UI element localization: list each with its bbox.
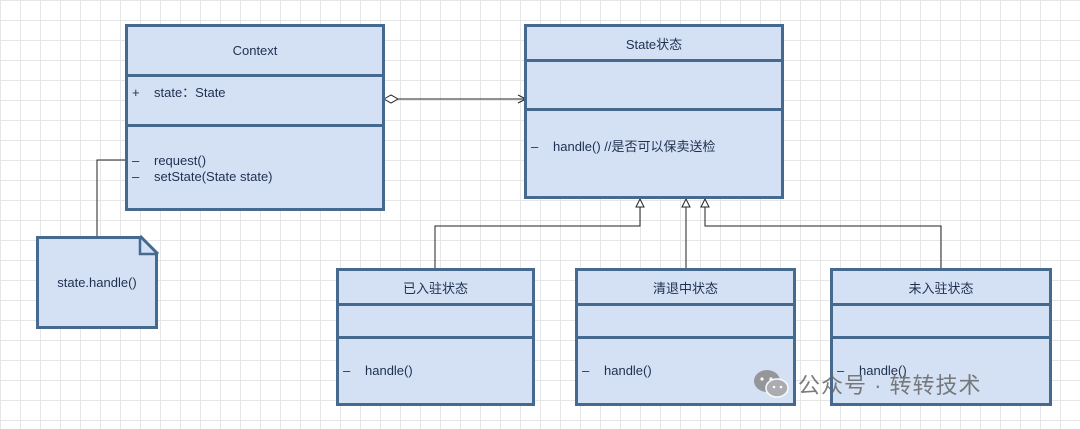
exiting-state-methods: – handle() [578,339,793,403]
watermark-text: 公众号 · 转转技术 [798,373,982,398]
unsettled-state-methods: – handle() [833,339,1049,403]
context-method-setstate: – setState(State state) [132,169,273,184]
inheritance-connector-exiting [681,197,691,270]
aggregation-connector [382,94,528,104]
context-methods: – request() – setState(State state) [128,127,382,208]
state-method-handle: – handle() //是否可以保卖送检 [531,139,716,154]
unsettled-state-attributes [833,306,1049,339]
state-attributes [527,62,781,111]
settled-state-attributes [339,306,532,339]
aggregation-diamond [382,94,400,104]
unsettled-state-class[interactable]: 未入驻状态 – handle() [830,268,1052,406]
watermark: 公众号 · 转转技术 [752,364,982,404]
unsettled-state-name: 未入驻状态 [833,271,1049,306]
state-class-name: State状态 [527,27,781,62]
wechat-icon [754,370,789,398]
note-box[interactable]: state.handle() [36,236,158,329]
settled-state-method-handle: – handle() [343,363,413,378]
state-class[interactable]: State状态 – handle() //是否可以保卖送检 [524,24,784,199]
note-text: state.handle() [57,275,137,290]
settled-state-class[interactable]: 已入驻状态 – handle() [336,268,535,406]
note-fold-corner-icon [138,235,160,256]
exiting-state-method-handle: – handle() [582,363,652,378]
exiting-state-attributes [578,306,793,339]
settled-state-name: 已入驻状态 [339,271,532,306]
context-class-name: Context [128,27,382,77]
context-attribute-state: + state：State [132,85,226,100]
context-attributes: + state：State [128,77,382,127]
inheritance-connector-unsettled [700,197,942,270]
exiting-state-name: 清退中状态 [578,271,793,306]
state-methods: – handle() //是否可以保卖送检 [527,111,781,196]
context-method-request: – request() [132,153,207,168]
settled-state-methods: – handle() [339,339,532,403]
context-class[interactable]: Context + state：State – request() – setS… [125,24,385,211]
unsettled-state-method-handle: – handle() [837,363,907,378]
note-anchor-line [96,159,126,237]
inheritance-connector-settled [434,197,645,270]
